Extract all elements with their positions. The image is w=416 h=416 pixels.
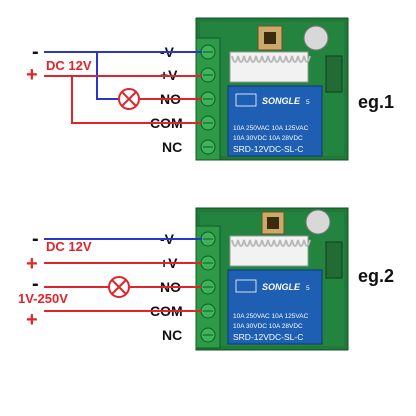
relay-brand: SONGLE <box>262 96 301 106</box>
relay-1: SONGLE 5 10A 250VAC 10A 125VAC 10A 30VDC… <box>227 85 323 157</box>
supply-voltage-label: DC 12V <box>46 58 92 73</box>
relay-board-1: SONGLE 5 10A 250VAC 10A 125VAC 10A 30VDC… <box>195 17 349 161</box>
example-label-1: eg.1 <box>358 92 394 112</box>
push-button-icon <box>257 25 283 51</box>
wires-1 <box>44 51 202 124</box>
terminal-block-2 <box>195 225 221 349</box>
relay-rating-1: 10A 250VAC 10A 125VAC <box>233 313 309 320</box>
relay-brand: SONGLE <box>262 282 301 292</box>
terminal-label-nc: NC <box>162 139 182 155</box>
antenna-coil-icon <box>229 51 311 83</box>
chip-icon <box>325 241 343 279</box>
push-button-icon <box>261 211 285 235</box>
relay-model: SRD-12VDC-SL-C <box>233 144 303 154</box>
capacitor-icon <box>305 209 331 235</box>
load-plus-sign: + <box>26 309 38 331</box>
relay-rating-2: 10A 30VDC 10A 28VDC <box>233 135 303 142</box>
supply-minus-sign: - <box>32 41 39 63</box>
lamp-icon <box>108 276 130 298</box>
relay-2: SONGLE 5 10A 250VAC 10A 125VAC 10A 30VDC… <box>227 269 323 345</box>
relay-rating-2: 10A 30VDC 10A 28VDC <box>233 323 303 330</box>
supply-voltage-label: DC 12V <box>46 239 92 254</box>
relay-pin-number: 5 <box>306 285 310 292</box>
terminal-block-1 <box>195 37 221 161</box>
antenna-coil-icon <box>229 235 311 267</box>
supply-plus-sign: + <box>26 253 38 275</box>
wires-2 <box>44 238 202 312</box>
capacitor-icon <box>303 25 329 51</box>
lamp-icon <box>118 88 140 110</box>
example-1: SONGLE 5 10A 250VAC 10A 125VAC 10A 30VDC… <box>26 17 394 161</box>
load-minus-sign: - <box>32 273 39 295</box>
chip-icon <box>325 55 343 93</box>
example-label-2: eg.2 <box>358 266 394 286</box>
supply-minus-sign: - <box>32 228 39 250</box>
example-2: SONGLE 5 10A 250VAC 10A 125VAC 10A 30VDC… <box>18 207 394 351</box>
terminal-label-nc: NC <box>162 327 182 343</box>
relay-model: SRD-12VDC-SL-C <box>233 332 303 342</box>
supply-plus-sign: + <box>26 64 38 86</box>
relay-pin-number: 5 <box>306 99 310 106</box>
load-voltage-label: 1V-250V <box>18 291 68 306</box>
relay-rating-1: 10A 250VAC 10A 125VAC <box>233 125 309 132</box>
relay-board-2: SONGLE 5 10A 250VAC 10A 125VAC 10A 30VDC… <box>195 207 349 351</box>
